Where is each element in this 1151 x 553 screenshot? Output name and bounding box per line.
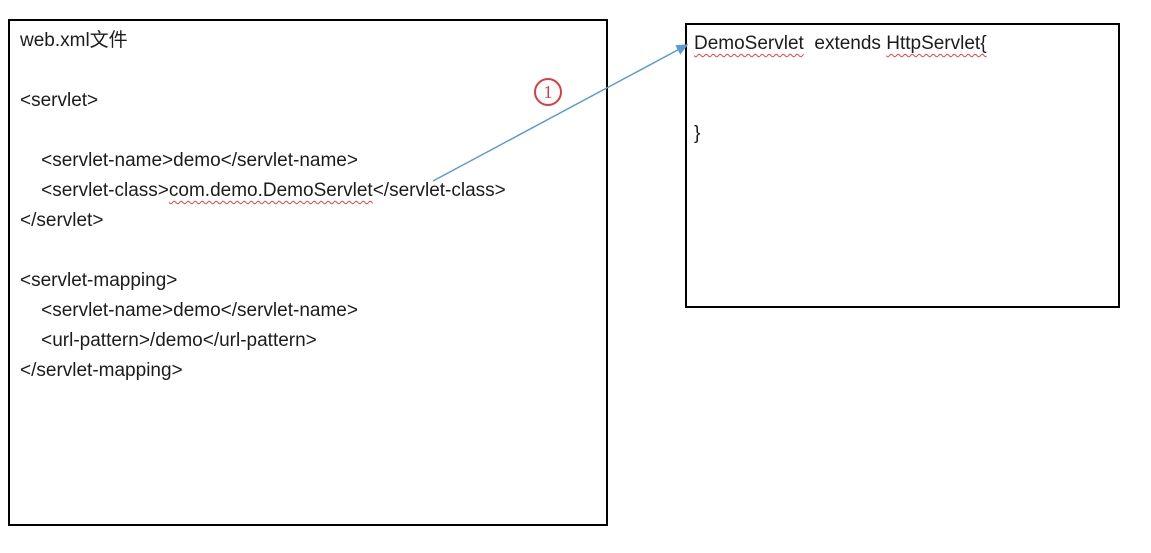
- class-declaration-line: DemoServlet extends HttpServlet{: [694, 29, 1110, 59]
- code-line-mapping-servlet-name: <servlet-name>demo</servlet-name>: [20, 300, 358, 321]
- web-xml-box: web.xml文件 <servlet> <servlet-name>demo</…: [8, 19, 608, 526]
- servlet-class-value: com.demo.DemoServlet: [168, 180, 373, 201]
- code-line-url-pattern: <url-pattern>/demo</url-pattern>: [20, 330, 317, 351]
- code-line-mapping-open: <servlet-mapping>: [20, 270, 178, 291]
- servlet-class-box: DemoServlet extends HttpServlet{ }: [685, 23, 1120, 308]
- code-line-servlet-class: <servlet-class>com.demo.DemoServlet</ser…: [20, 176, 592, 206]
- extends-keyword: extends: [803, 33, 887, 54]
- step-1-label: 1: [543, 82, 553, 102]
- code-line-servlet-close: </servlet>: [20, 210, 104, 231]
- code-line-servlet-open: <servlet>: [20, 90, 99, 111]
- code-line-mapping-close: </servlet-mapping>: [20, 360, 183, 381]
- closing-brace-line: }: [694, 123, 701, 144]
- web-xml-title: web.xml文件: [20, 30, 128, 51]
- code-line-servlet-name: <servlet-name>demo</servlet-name>: [20, 150, 358, 171]
- servlet-class-close-tag: </servlet-class>: [372, 180, 506, 201]
- class-name: DemoServlet: [694, 33, 804, 54]
- servlet-class-open-tag: <servlet-class>: [20, 180, 169, 201]
- step-1-badge: 1: [534, 78, 562, 106]
- superclass-name: HttpServlet{: [886, 33, 987, 54]
